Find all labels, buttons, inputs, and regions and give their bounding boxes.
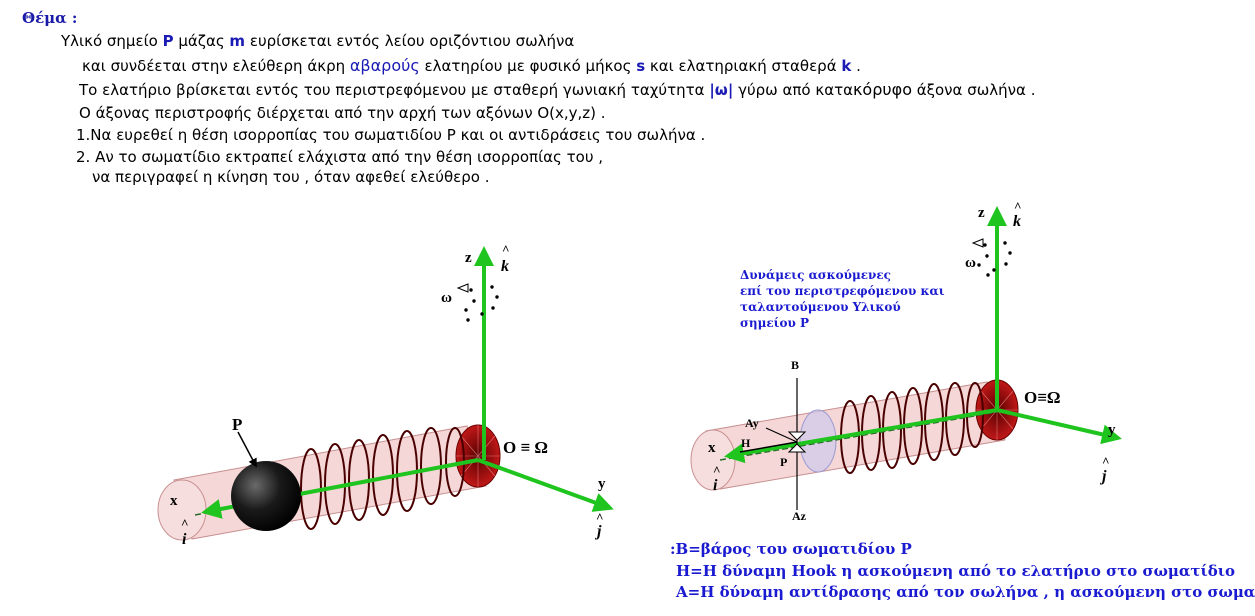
forces-note-line: Δυνάμεις ασκούμενες — [740, 268, 891, 282]
symbol-m: m — [229, 32, 246, 50]
right-y-axis — [996, 408, 1122, 445]
right-label-y: y — [1108, 422, 1116, 438]
left-label-k-hat: ^ — [502, 242, 510, 257]
left-mass-ball — [231, 461, 301, 531]
right-force-Ay-line — [765, 427, 798, 443]
right-omega-rotation-icon — [977, 241, 1012, 277]
right-label-j: j — [1099, 468, 1107, 485]
legend-hook: H=Η δύναμη Hook η ασκούμενη από το ελατή… — [676, 562, 1235, 580]
right-label-i-hat: ^ — [713, 463, 721, 478]
symbol-k: k — [841, 57, 852, 75]
left-label-y: y — [598, 476, 606, 492]
page-title: Θέμα : — [22, 9, 78, 27]
right-label-Az: Az — [792, 509, 807, 523]
left-label-j: j — [594, 523, 602, 540]
right-label-P: P — [780, 455, 787, 469]
right-label-k-hat: ^ — [1014, 199, 1022, 214]
problem-line-2: και συνδέεται στην ελεύθερη άκρη αβαρούς… — [82, 56, 861, 75]
left-label-origin: O ≡ Ω — [503, 438, 548, 457]
text: Υλικό σημείο — [61, 32, 163, 50]
text: . — [851, 57, 861, 75]
legend-weight: :B=βάρος του σωματιδίου P — [670, 540, 912, 558]
left-label-j-hat: ^ — [596, 510, 604, 525]
symbol-P: P — [162, 32, 174, 50]
right-label-H: H — [741, 436, 751, 450]
right-label-origin: O≡Ω — [1024, 388, 1061, 407]
text: κόρυφο — [853, 80, 912, 99]
right-label-z: z — [978, 205, 985, 221]
right-label-j-hat: ^ — [1102, 454, 1110, 469]
text: και ελατηριακή σταθερά — [645, 57, 842, 75]
left-label-P: P — [232, 415, 242, 434]
forces-note-line: σημείου P — [740, 316, 809, 330]
left-label-x: x — [170, 493, 178, 509]
left-omega-rotation-icon — [464, 285, 499, 322]
left-y-axis — [477, 458, 614, 512]
symbol-omega: |ω| — [709, 81, 734, 99]
text: Το ελατήριο βρίσκεται εντός του περιστρε… — [79, 81, 710, 99]
left-label-omega: ω — [441, 290, 452, 306]
text: μάζας — [173, 32, 230, 50]
right-x-axis — [724, 408, 998, 464]
right-force-Az-arrowhead — [787, 443, 807, 453]
right-label-x: x — [708, 440, 716, 456]
legend-reaction: A=Η δύναμη αντίδρασης από τον σωλήνα , η… — [676, 583, 1255, 601]
text: γύρω από κατα — [733, 81, 853, 99]
text: ευρίσκεται εντός λείου οριζόντιου σωλήνα — [245, 32, 575, 50]
problem-line-5: 1.Να ευρεθεί η θέση ισορροπίας του σωματ… — [76, 126, 706, 144]
right-force-B-arrowhead — [787, 431, 807, 441]
left-figure — [157, 246, 614, 541]
text: άξονα σωλήνα . — [911, 81, 1036, 99]
left-P-pointer — [237, 431, 257, 468]
right-tube-axis — [719, 411, 998, 461]
text: και συνδέεται στην ελεύθερη άκρη — [82, 57, 350, 75]
forces-note: Δυνάμεις ασκούμενες επί του περιστρεφόμε… — [740, 267, 945, 331]
right-figure — [690, 206, 1122, 510]
left-label-i: i — [182, 531, 187, 548]
right-label-k: k — [1013, 213, 1021, 230]
problem-line-3: Το ελατήριο βρίσκεται εντός του περιστρε… — [79, 80, 1035, 99]
right-omega-arrow-icon — [971, 238, 984, 248]
symbol-s: s — [636, 57, 646, 75]
problem-line-1: Υλικό σημείο P μάζας m ευρίσκεται εντός … — [61, 32, 574, 50]
left-label-i-hat: ^ — [181, 516, 189, 531]
left-label-z: z — [465, 250, 472, 266]
right-label-i: i — [713, 477, 718, 494]
left-label-k: k — [501, 258, 509, 275]
right-label-omega: ω — [965, 255, 976, 271]
problem-line-6: 2. Αν το σωματίδιο εκτραπεί ελάχιστα από… — [76, 148, 604, 166]
problem-line-7: να περιγραφεί η κίνηση του , όταν αφεθεί… — [92, 168, 490, 186]
forces-note-line: ταλαντούμενου Υλικού — [740, 300, 901, 314]
right-label-B: B — [791, 358, 799, 372]
forces-note-line: επί του περιστρεφόμενου και — [740, 284, 945, 298]
word-weightless: αβαρούς — [349, 56, 420, 75]
text: ελατηρίου με φυσικό μήκος — [419, 57, 637, 75]
left-omega-arrow-icon — [456, 283, 469, 293]
right-force-H-line — [739, 441, 798, 453]
problem-line-4: Ο άξονας περιστροφής διέρχεται από την α… — [79, 104, 606, 122]
right-label-Ay: Ay — [745, 416, 759, 430]
